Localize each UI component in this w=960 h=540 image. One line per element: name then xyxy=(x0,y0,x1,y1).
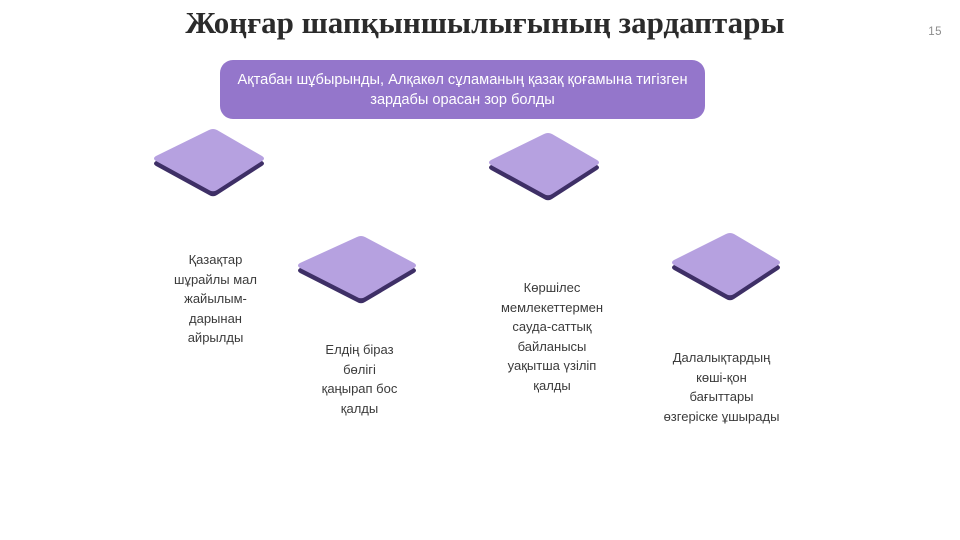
slide-page-number: 15 xyxy=(928,26,942,38)
diamond-shape-3 xyxy=(485,132,603,204)
headline-banner: Ақтабан шұбырынды, Алқакөл сұламаның қаз… xyxy=(220,60,705,119)
rhombus-icon xyxy=(489,133,599,201)
rhombus-icon xyxy=(298,236,416,304)
rhombus-icon xyxy=(154,129,264,197)
headline-banner-text: Ақтабан шұбырынды, Алқакөл сұламаның қаз… xyxy=(237,71,688,108)
diamond-shape-2 xyxy=(294,235,420,307)
page-title: Жоңғар шапқыншылығының зардаптары xyxy=(185,5,785,40)
diamond-shape-1 xyxy=(150,128,268,200)
rhombus-icon xyxy=(672,233,780,301)
caption-text-4: Далалықтардың көші-қон бағыттары өзгеріс… xyxy=(663,350,780,424)
diamond-shape-4 xyxy=(668,232,784,304)
caption-text-2: Елдің біраз бөлігі қаңырап бос қалды xyxy=(321,342,398,416)
caption-text-3: Көршілес мемлекеттермен сауда-саттық бай… xyxy=(500,280,604,393)
caption-text-1: Қазақтар шұрайлы мал жайылым- дарынан ай… xyxy=(174,252,257,345)
